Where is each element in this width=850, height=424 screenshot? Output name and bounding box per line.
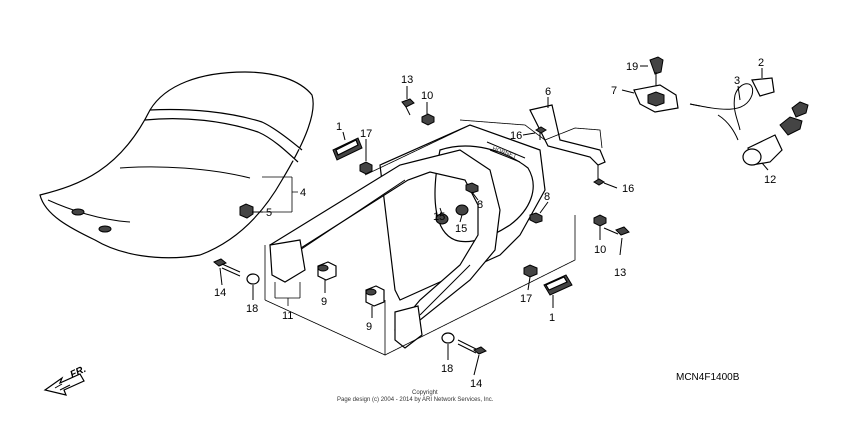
callout-6: 6 (545, 86, 551, 98)
callout-16-upper: 16 (510, 130, 522, 142)
callout-4: 4 (300, 187, 306, 199)
copyright-title: Copyright (412, 390, 438, 396)
callout-16-right: 16 (622, 183, 634, 195)
diagram-code: MCN4F1400B (676, 372, 740, 383)
washer-18-left-drawing (246, 273, 260, 285)
callout-5: 5 (266, 207, 272, 219)
callout-3: 3 (734, 75, 740, 87)
callout-9-bottom: 9 (366, 321, 372, 333)
front-direction-label: FR. (69, 364, 88, 381)
grommet-5-drawing (239, 203, 254, 219)
callout-12: 12 (764, 174, 776, 186)
cable-clip-drawing (751, 77, 775, 97)
callout-2: 2 (758, 57, 764, 69)
bolt-14-bottom-drawing (457, 339, 487, 355)
callout-13-right: 13 (614, 267, 626, 279)
callout-14-bottom: 14 (470, 378, 482, 390)
callout-9-left: 9 (321, 296, 327, 308)
bolt-13-upper-drawing (401, 98, 415, 116)
callout-17-upper: 17 (360, 128, 372, 140)
callout-1-upper: 1 (336, 121, 342, 133)
callout-17-right: 17 (520, 293, 532, 305)
collar-9-left-drawing (317, 261, 337, 281)
pad-1-upper-drawing (332, 137, 363, 161)
callout-15-left: 15 (433, 211, 445, 223)
copyright-text: Page design (c) 2004 - 2014 by ARI Netwo… (337, 397, 494, 403)
seat-drawing (39, 71, 314, 259)
callout-1-right: 1 (549, 312, 555, 324)
callout-numbers: 1 17 13 10 6 16 4 5 8 8 15 15 16 19 7 3 … (214, 57, 776, 390)
seat-catch-bracket-drawing (529, 104, 606, 186)
grommet-8b-drawing (529, 212, 543, 224)
grommet-17-upper-drawing (359, 161, 373, 175)
front-direction-arrow: FR. (43, 364, 88, 396)
grab-rail-drawing (269, 149, 501, 349)
grommet-17-right-drawing (523, 264, 538, 278)
bolt-13-right-drawing (603, 226, 630, 236)
nut-10-upper-drawing (421, 113, 435, 126)
nut-10-right-drawing (593, 214, 607, 227)
leader-lines (219, 65, 769, 376)
callout-10-upper: 10 (421, 90, 433, 102)
callout-11: 11 (282, 310, 293, 322)
pad-1-right-drawing (543, 274, 573, 296)
callout-18-bottom: 18 (441, 363, 453, 375)
callout-14-left: 14 (214, 287, 226, 299)
callout-15-right: 15 (455, 223, 467, 235)
washer-18-bottom-drawing (441, 332, 455, 344)
key-cylinder-drawing (742, 101, 809, 166)
callout-8-right: 8 (544, 191, 550, 203)
callout-18-left: 18 (246, 303, 258, 315)
seat-lock-cable-drawing (689, 83, 754, 141)
callout-8-center: 8 (477, 199, 483, 211)
bolt-14-left-drawing (213, 258, 241, 277)
collar-9-bottom-drawing (365, 285, 385, 307)
callout-19: 19 (626, 61, 638, 73)
grommet-8a-drawing (465, 182, 479, 194)
callout-7: 7 (611, 85, 617, 97)
seat-lock-drawing (633, 56, 679, 113)
collar-15b-drawing (455, 204, 469, 216)
callout-10-right: 10 (594, 244, 606, 256)
callout-13-upper: 13 (401, 74, 413, 86)
